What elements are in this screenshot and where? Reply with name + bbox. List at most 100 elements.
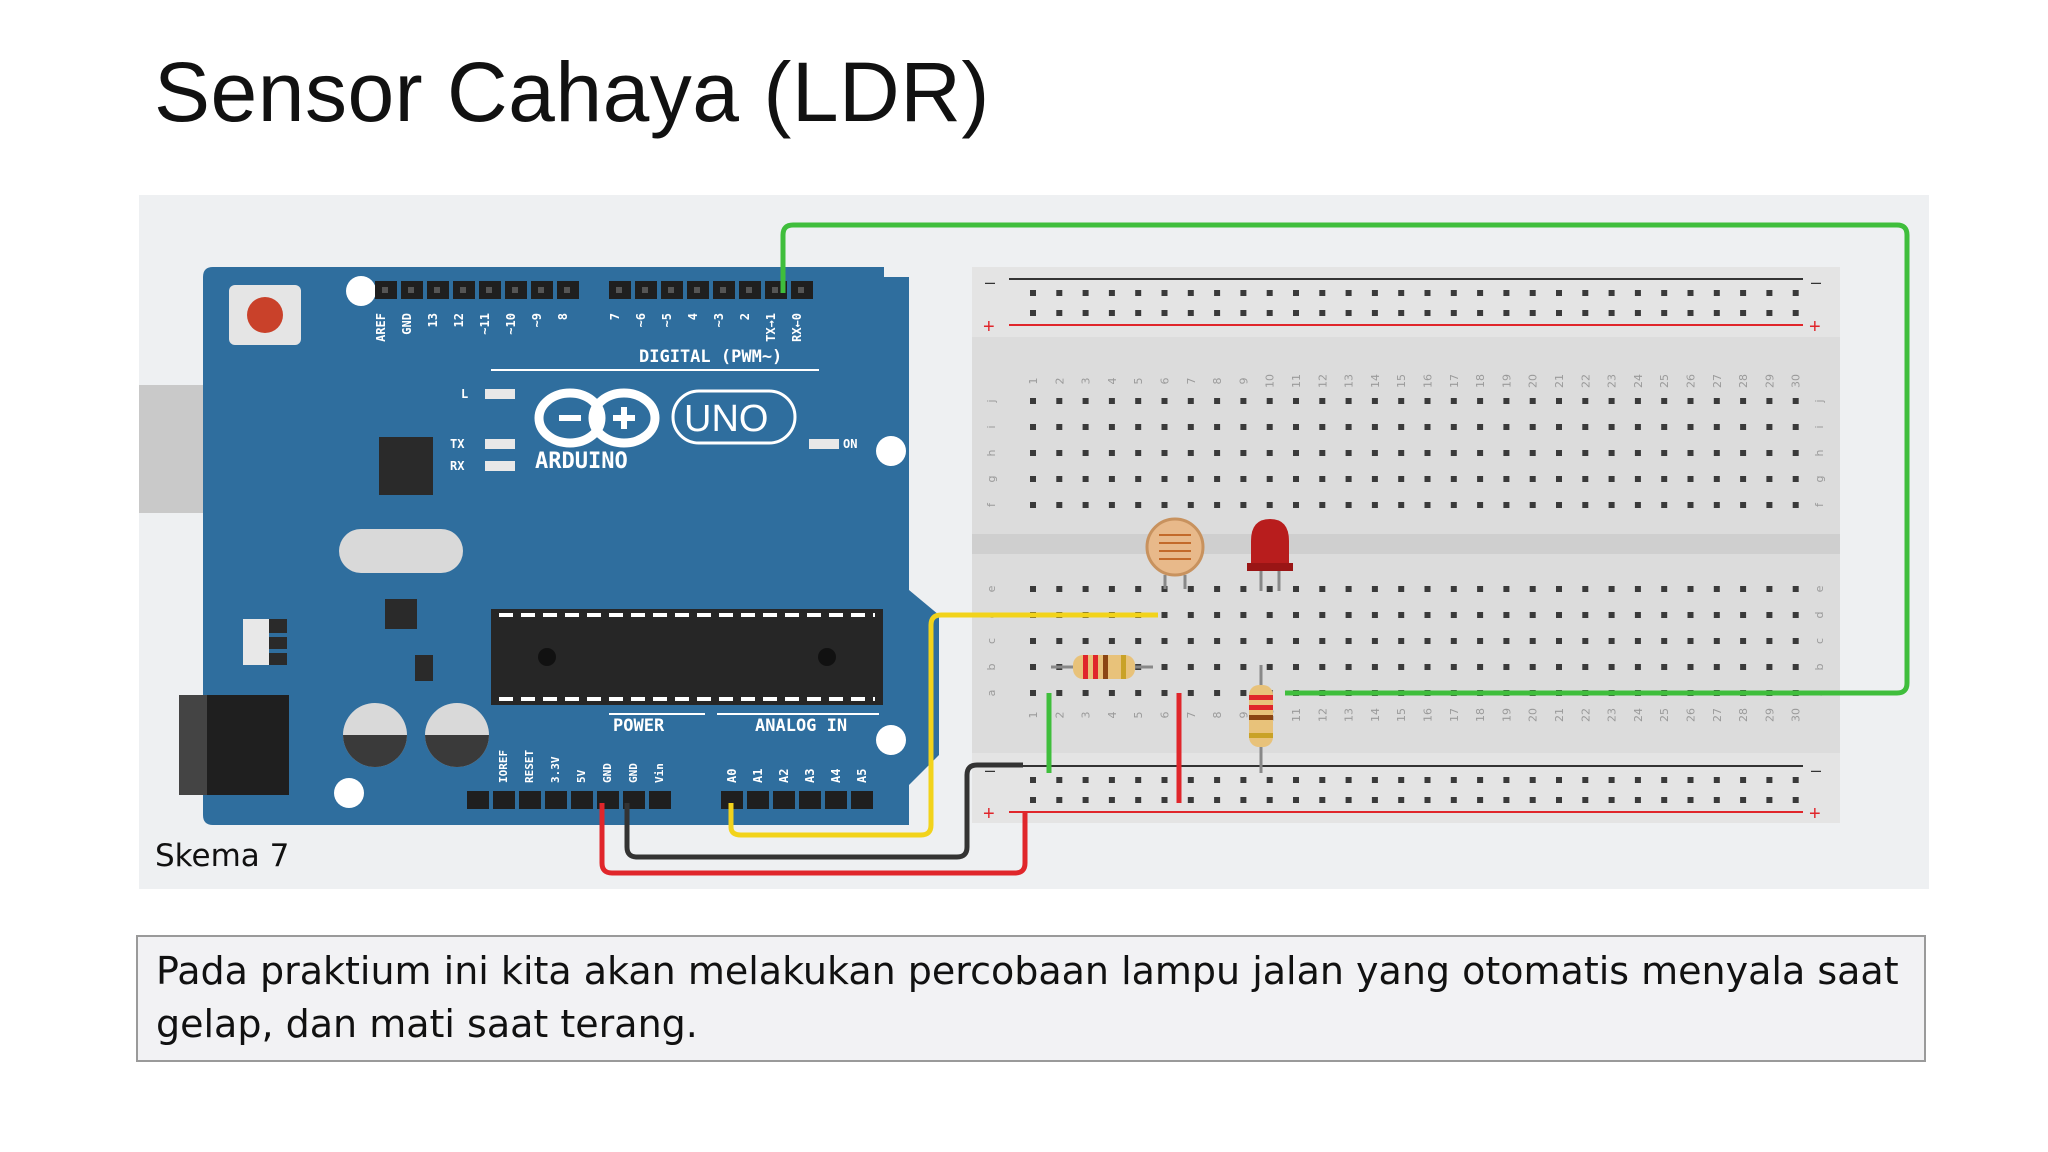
- rail-hole: [1740, 797, 1747, 803]
- terminal-hole: [1056, 450, 1063, 456]
- digital-pin-label: 13: [426, 313, 440, 327]
- rail-plus-top-left: +: [983, 316, 995, 338]
- rail-hole: [1634, 310, 1641, 316]
- terminal-hole: [1030, 664, 1036, 670]
- digital-pin-label: ~6: [634, 313, 648, 327]
- terminal-hole: [1766, 476, 1773, 482]
- rail-hole: [1529, 310, 1536, 316]
- rail-hole: [1740, 290, 1747, 296]
- power-pin-label: 3.3V: [549, 756, 562, 783]
- terminal-hole: [1161, 398, 1168, 404]
- column-number: 19: [1500, 374, 1513, 388]
- rail-hole: [1082, 290, 1089, 296]
- terminal-hole: [1766, 424, 1773, 430]
- terminal-hole: [1687, 476, 1694, 482]
- row-letter: b: [985, 663, 998, 670]
- rail-hole: [1424, 290, 1431, 296]
- row-letter: a: [985, 690, 998, 697]
- digital-pin-label: 12: [452, 313, 466, 327]
- rail-hole: [1108, 797, 1115, 803]
- terminal-hole: [1345, 450, 1352, 456]
- column-number: 28: [1737, 374, 1750, 388]
- rail-hole: [1082, 310, 1089, 316]
- terminal-hole: [1661, 586, 1668, 592]
- digital-pin-label: TX→1: [764, 313, 778, 342]
- terminal-hole: [1319, 398, 1326, 404]
- rail-hole: [1187, 290, 1194, 296]
- digital-pin-label: RX←0: [790, 313, 804, 342]
- terminal-hole: [1240, 612, 1247, 618]
- terminal-hole: [1477, 612, 1484, 618]
- description-box: Pada praktium ini kita akan melakukan pe…: [136, 935, 1926, 1062]
- rail-hole: [1345, 777, 1352, 783]
- terminal-hole: [1398, 476, 1405, 482]
- power-pin-label: RESET: [523, 750, 536, 783]
- row-letter: j: [1813, 399, 1826, 403]
- rail-hole: [1187, 797, 1194, 803]
- row-letter: f: [985, 502, 998, 507]
- terminal-hole: [1634, 638, 1641, 644]
- terminal-hole: [1345, 424, 1352, 430]
- terminal-hole: [1161, 664, 1168, 670]
- rail-hole: [1766, 777, 1773, 783]
- terminal-hole: [1582, 476, 1589, 482]
- rail-hole: [1766, 310, 1773, 316]
- terminal-hole: [1345, 612, 1352, 618]
- terminal-hole: [1634, 476, 1641, 482]
- terminal-hole: [1477, 638, 1484, 644]
- wire-yellow-a0: [728, 612, 1158, 838]
- row-letter: g: [1813, 476, 1826, 483]
- terminal-hole: [1187, 638, 1194, 644]
- terminal-hole: [1240, 450, 1247, 456]
- terminal-hole: [1108, 424, 1115, 430]
- rail-hole: [1740, 310, 1747, 316]
- rail-plus-top-right: +: [1809, 316, 1821, 338]
- terminal-hole: [1713, 586, 1720, 592]
- digital-pin-label: ~10: [504, 313, 518, 335]
- digital-pin-label: 2: [738, 313, 752, 320]
- rail-hole: [1687, 310, 1694, 316]
- terminal-hole: [1319, 664, 1326, 670]
- terminal-hole: [1240, 398, 1247, 404]
- terminal-hole: [1713, 664, 1720, 670]
- rail-hole: [1556, 777, 1562, 783]
- column-number: 26: [1685, 374, 1698, 388]
- terminal-hole: [1108, 690, 1115, 696]
- terminal-hole: [1424, 664, 1431, 670]
- terminal-hole: [1319, 450, 1326, 456]
- rail-hole: [1319, 797, 1326, 803]
- column-number: 4: [1106, 712, 1119, 719]
- terminal-hole: [1319, 638, 1326, 644]
- terminal-hole: [1398, 398, 1405, 404]
- rail-hole: [1240, 290, 1247, 296]
- terminal-hole: [1398, 638, 1405, 644]
- terminal-hole: [1634, 664, 1641, 670]
- terminal-hole: [1582, 586, 1589, 592]
- terminal-hole: [1082, 502, 1089, 508]
- rail-hole: [1661, 310, 1668, 316]
- rail-hole: [1740, 777, 1747, 783]
- rail-hole: [1634, 777, 1641, 783]
- column-number: 18: [1474, 374, 1487, 388]
- rail-hole: [1030, 290, 1036, 296]
- column-number: 5: [1132, 712, 1145, 719]
- terminal-hole: [1135, 638, 1142, 644]
- terminal-hole: [1030, 502, 1036, 508]
- rail-hole: [1214, 290, 1221, 296]
- mounting-hole: [346, 276, 376, 306]
- terminal-hole: [1371, 398, 1378, 404]
- column-number: 23: [1606, 374, 1619, 388]
- terminal-hole: [1792, 450, 1799, 456]
- rail-hole: [1082, 797, 1089, 803]
- rail-hole: [1266, 310, 1273, 316]
- terminal-hole: [1345, 502, 1352, 508]
- rail-hole: [1108, 290, 1115, 296]
- rail-hole: [1792, 777, 1799, 783]
- row-letter: i: [1813, 425, 1826, 428]
- rail-hole: [1477, 777, 1484, 783]
- column-number: 9: [1237, 712, 1250, 719]
- terminal-hole: [1135, 450, 1142, 456]
- column-number: 25: [1658, 374, 1671, 388]
- column-number: 28: [1737, 708, 1750, 722]
